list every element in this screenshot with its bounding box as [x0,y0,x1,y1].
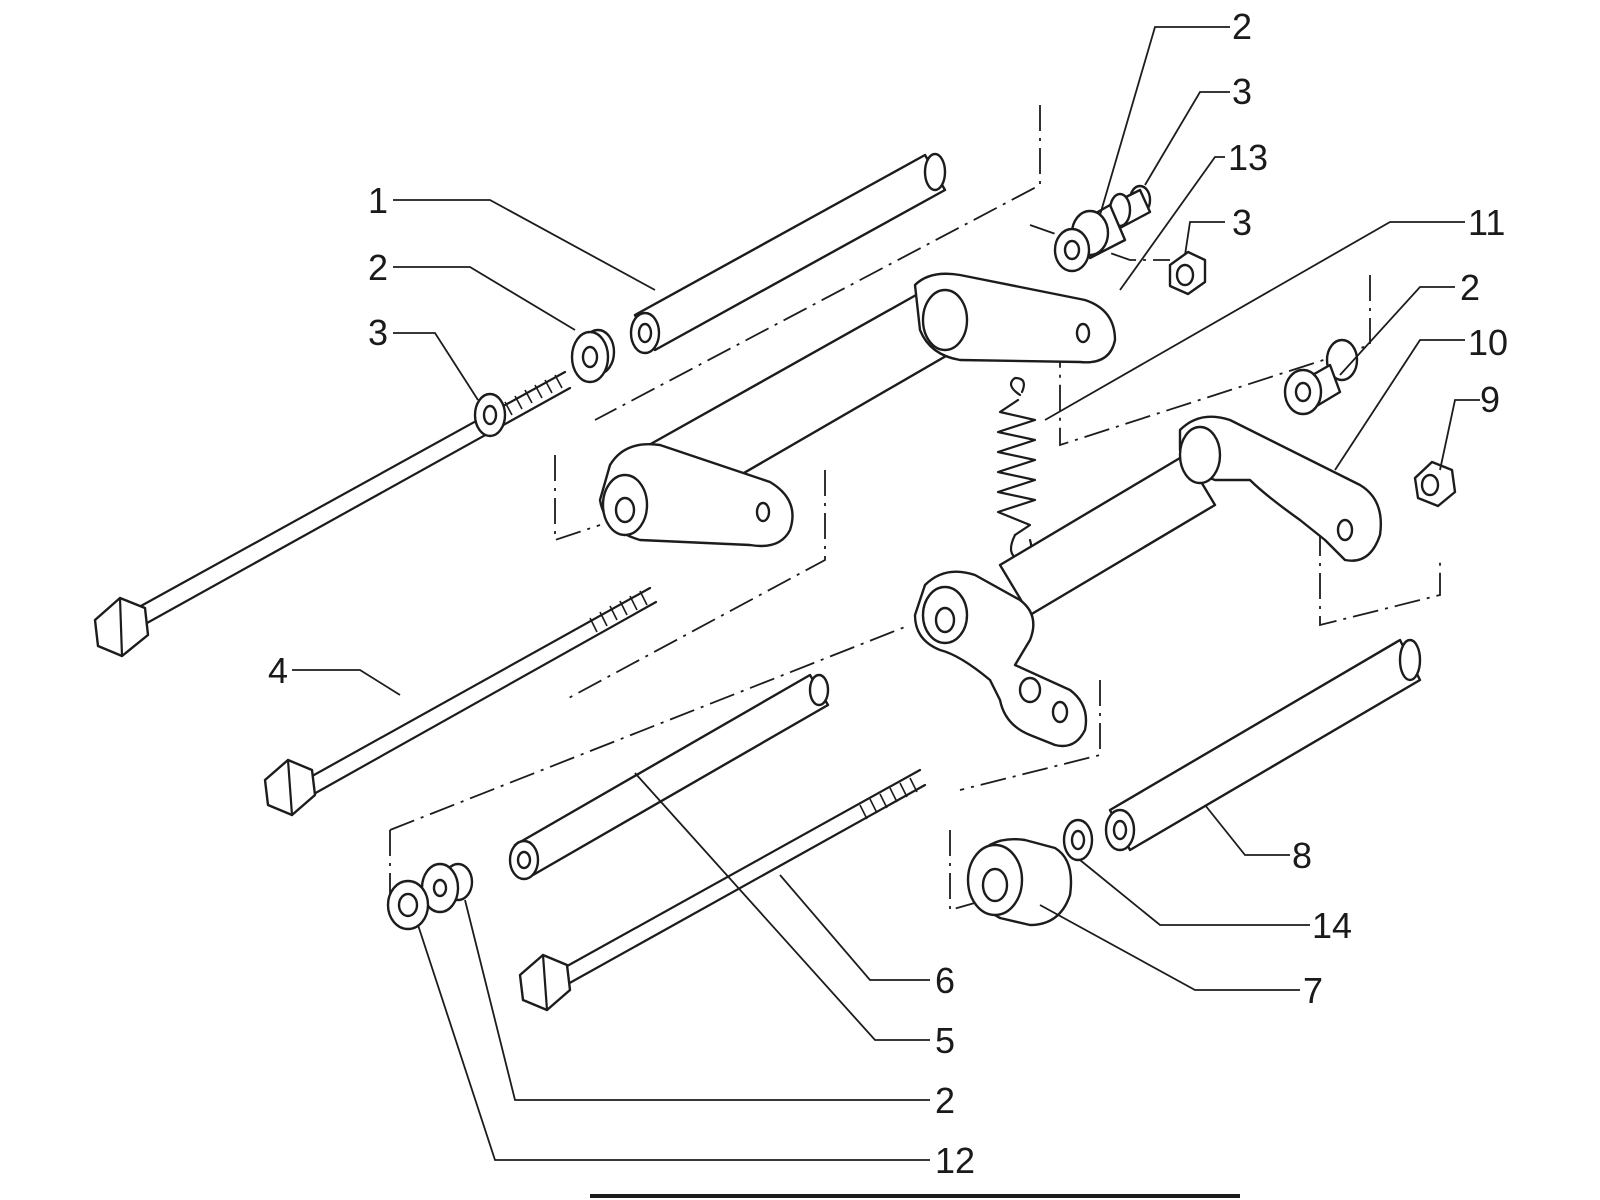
callout-7: 7 [1303,970,1323,1011]
callout-5: 5 [935,1020,955,1061]
part-13-bushing-stack [1053,184,1152,273]
callout-13: 13 [1228,137,1268,178]
callout-2-top: 2 [1232,6,1252,47]
part-14-washer [1062,818,1094,862]
part-1-tube [629,152,947,355]
callout-14: 14 [1312,905,1352,946]
part-12-washer-stack [386,862,474,931]
part-3-long-bolt-left [93,370,572,658]
part-7-rubber-bushing [966,838,1073,927]
callout-3-left: 3 [368,312,388,353]
part-6-bolt [518,768,927,1012]
thread-marks [589,590,648,633]
callout-11: 11 [1468,202,1505,243]
callout-2-left: 2 [368,247,388,288]
callout-8: 8 [1292,835,1312,876]
leader-lines [292,26,1480,1161]
part-9-nut [1413,460,1457,508]
thread-marks [859,777,918,820]
callout-6: 6 [935,960,955,1001]
callout-3-mid: 3 [1232,202,1252,243]
part-4-bolt [263,586,658,817]
callout-12: 12 [935,1140,975,1181]
callout-1: 1 [368,180,388,221]
callout-labels: 2 3 13 3 11 2 10 9 1 2 3 4 8 14 7 6 5 2 … [268,6,1508,1181]
callout-2-right: 2 [1460,267,1480,308]
callout-3-top: 3 [1232,71,1252,112]
callout-9: 9 [1480,379,1500,420]
spring [996,376,1037,562]
callout-2-bottom: 2 [935,1080,955,1121]
callout-4: 4 [268,650,288,691]
part-11-upper-arm [598,272,1117,548]
lower-center-arm [913,570,1088,748]
part-8-tube [1104,638,1422,852]
part-2-bushing-left [570,328,616,384]
callout-10: 10 [1468,322,1508,363]
thread-marks [504,374,563,416]
part-10-right-arm [998,415,1382,617]
part-3-nut-mid [1168,250,1207,296]
part-5-tube [508,673,830,881]
part-2-bushing-right [1283,338,1359,416]
